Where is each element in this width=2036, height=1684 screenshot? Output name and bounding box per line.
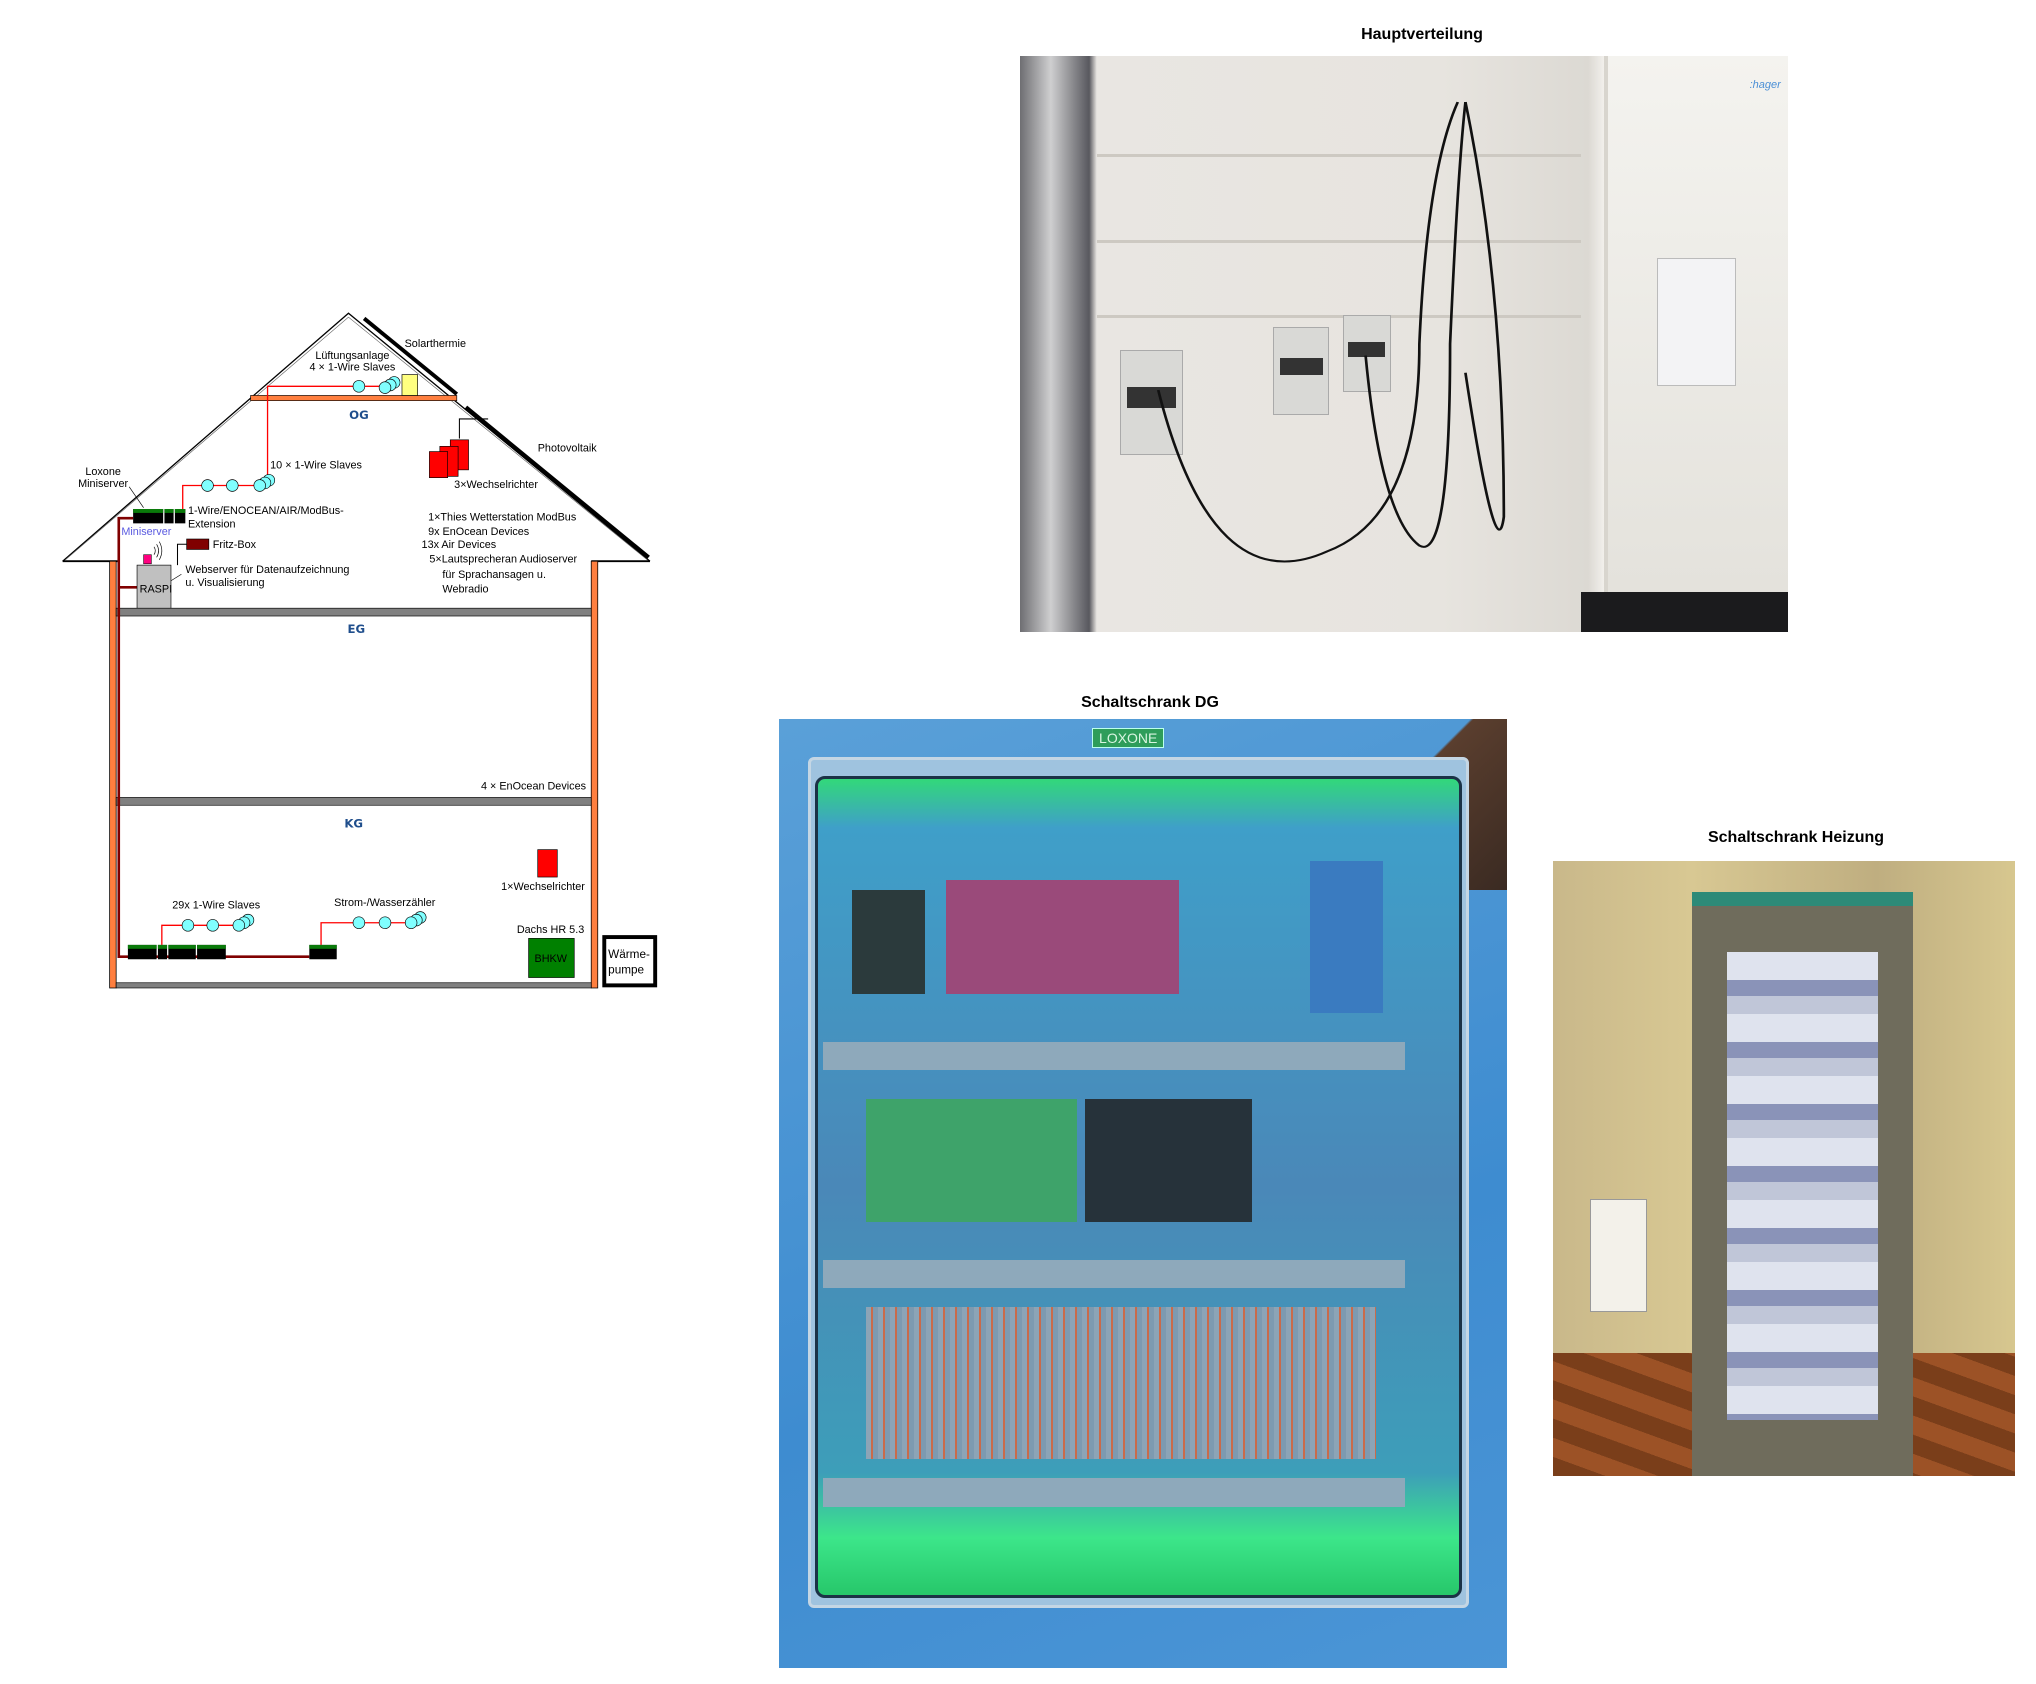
level-kg-label: KG	[344, 816, 363, 830]
solarthermie-panel	[362, 316, 459, 396]
miniserver-module	[866, 1098, 1078, 1222]
waermepumpe-label-2: pumpe	[608, 964, 644, 977]
distribution-box	[1589, 1199, 1648, 1312]
cabinet-interior	[1727, 951, 1878, 1421]
inverter-kg	[537, 849, 558, 878]
power-module	[851, 889, 925, 995]
slaves-dg-label: 10 × 1-Wire Slaves	[270, 460, 362, 472]
schaltschrank-dg-photo: LOXONE	[779, 719, 1507, 1668]
device-list-item: 1×Thies Wetterstation ModBus	[428, 512, 577, 524]
hager-logo: :hager	[1749, 79, 1781, 92]
panel-row	[1096, 153, 1581, 157]
fritzbox-label: Fritz-Box	[213, 539, 257, 551]
din-rail	[822, 1259, 1406, 1289]
photovoltaik-panel	[464, 405, 650, 559]
floor-shadow	[1580, 591, 1788, 632]
loxone-logo: LOXONE	[1092, 728, 1165, 749]
webserver-label-2: u. Visualisierung	[185, 577, 264, 589]
extension-module	[946, 880, 1180, 995]
schaltschrank-heizung-photo	[1553, 861, 2015, 1476]
bhkw-unit	[528, 938, 575, 978]
left-wall	[109, 560, 117, 989]
photovoltaik-label: Photovoltaik	[538, 443, 598, 455]
right-wall	[590, 560, 599, 989]
wechselrichter-kg-label: 1×Wechselrichter	[501, 881, 585, 893]
electricity-meter	[1273, 326, 1330, 416]
solarthermie-label: Solarthermie	[405, 338, 466, 350]
din-rail	[822, 1478, 1406, 1507]
raspi-device	[136, 564, 172, 609]
waermepumpe-label: Wärme-	[608, 948, 650, 961]
fritzbox-device	[186, 538, 210, 550]
lueftung-label: Lüftungsanlage	[315, 350, 389, 362]
din-rail	[822, 1041, 1406, 1071]
slaves-kg-label: 29x 1-Wire Slaves	[172, 899, 260, 911]
kg-extension-modules	[127, 944, 337, 960]
onewire-slaves	[181, 376, 427, 932]
wechselrichter-og-label: 3×Wechselrichter	[454, 479, 538, 491]
pv-line	[458, 418, 489, 439]
wifi-icon	[153, 541, 163, 561]
electricity-meter	[1342, 315, 1391, 393]
kg-ceiling	[115, 797, 592, 806]
bhkw-label: BHKW	[535, 953, 568, 965]
device-list-item: für Sprachansagen u.	[442, 569, 546, 581]
webserver-leader-line	[170, 573, 182, 582]
loxone-leader-line	[128, 486, 144, 508]
onewire-line-kg	[161, 924, 248, 945]
roof-outline	[62, 312, 651, 563]
extension-modules	[1084, 1098, 1253, 1222]
og-floor	[250, 395, 458, 401]
fritzbox-line	[176, 543, 187, 566]
schaltschrank-heizung-title: Schaltschrank Heizung	[1707, 829, 1885, 846]
eg-ceiling	[115, 607, 592, 617]
kg-floor	[115, 982, 592, 989]
panel-row	[1096, 240, 1581, 244]
loxone-miniserver-label: Miniserver	[78, 478, 128, 490]
hauptverteilung-photo: :hager	[1020, 56, 1788, 632]
extension-label: 1-Wire/ENOCEAN/AIR/ModBus-	[188, 505, 344, 517]
waermepumpe-box	[602, 935, 658, 988]
level-eg-label: EG	[347, 622, 365, 636]
raspi-label: RASPI	[140, 584, 173, 596]
miniserver-label: Miniserver	[121, 526, 171, 538]
cabinet-housing	[1691, 891, 1914, 1476]
webserver-label: Webserver für Datenaufzeichnung	[185, 564, 349, 576]
wifi-module	[143, 554, 152, 565]
level-og-label: OG	[349, 408, 369, 422]
onewire-line-og	[266, 385, 392, 478]
power-supply	[1310, 861, 1384, 1014]
hauptverteilung-title: Hauptverteilung	[1361, 26, 1483, 43]
schaltschrank-dg-title: Schaltschrank DG	[1081, 694, 1219, 711]
dachs-label: Dachs HR 5.3	[517, 924, 584, 936]
device-list-item: Webradio	[442, 584, 488, 596]
miniserver-block	[133, 508, 186, 524]
extension-label-2: Extension	[188, 518, 236, 530]
device-list-item: 9x EnOcean Devices	[428, 526, 530, 538]
inverters-og	[429, 439, 469, 479]
lueftung-slaves-label: 4 × 1-Wire Slaves	[310, 362, 396, 374]
terminal-blocks	[866, 1307, 1376, 1460]
lueftungsanlage-box	[401, 374, 418, 396]
wiring-plan-sheet	[1657, 257, 1737, 387]
device-list-item: 13x Air Devices	[422, 539, 497, 551]
meter-cables	[1156, 101, 1506, 563]
loxone-label: Loxone	[85, 466, 121, 478]
zaehler-label: Strom-/Wasserzähler	[334, 897, 436, 909]
eg-enocean-label: 4 × EnOcean Devices	[481, 781, 587, 793]
onewire-line-zaehler	[320, 922, 418, 945]
panel-row	[1096, 315, 1581, 319]
device-list-item: 5×Lautsprecheran Audioserver	[429, 554, 577, 566]
